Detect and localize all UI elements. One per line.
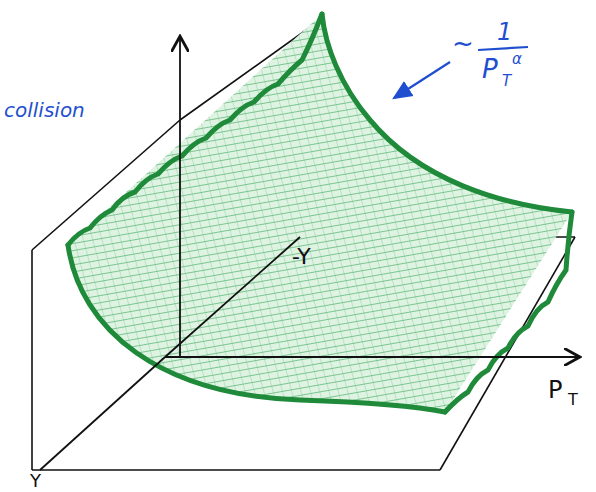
pt-subscript: T xyxy=(502,74,511,89)
axis-label: -Y xyxy=(292,246,311,268)
pt-symbol: P xyxy=(482,56,498,82)
axis-label: P xyxy=(548,378,562,402)
tilde-symbol: ~ xyxy=(452,30,474,56)
exponent-symbol: α xyxy=(512,52,522,67)
axis-label: Y xyxy=(30,472,41,490)
axis-subscript: T xyxy=(568,392,578,408)
numerator: 1 xyxy=(497,20,512,44)
note-text: collision xyxy=(4,100,85,120)
